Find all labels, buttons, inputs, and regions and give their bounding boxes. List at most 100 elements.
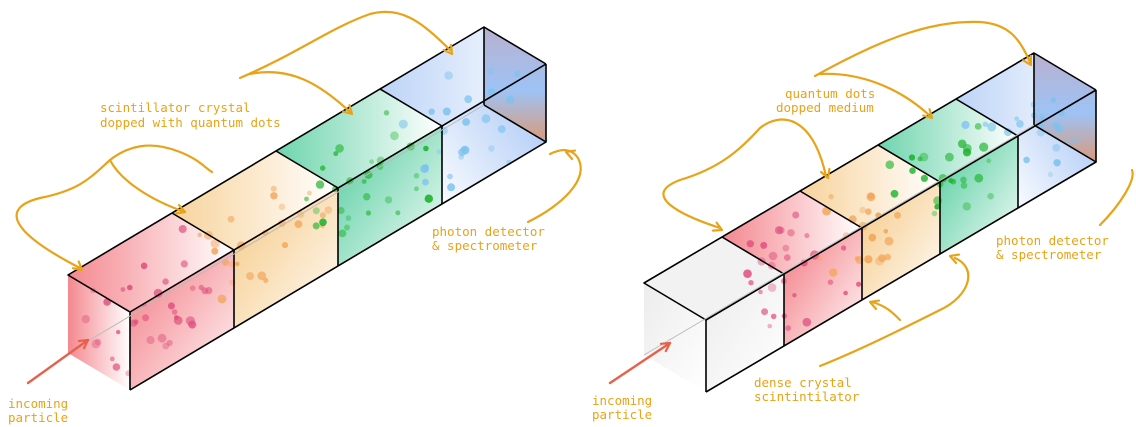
right-column-end-top-edge — [1033, 52, 1097, 91]
quantum-dot — [864, 255, 873, 264]
quantum-dot — [1016, 120, 1024, 128]
quantum-dot — [278, 219, 286, 227]
right-annotation-arrows — [608, 20, 1134, 385]
quantum-dot — [146, 336, 155, 345]
quantum-dot — [974, 173, 984, 183]
quantum-dot — [865, 208, 872, 215]
quantum-dot — [1071, 136, 1080, 145]
quantum-dot — [1039, 113, 1045, 120]
left-detector-annotation-bracket — [526, 148, 582, 224]
quantum-dot — [442, 107, 451, 116]
quantum-dot — [324, 206, 333, 214]
left-column-segment-3-front-face — [338, 126, 442, 266]
quantum-dot — [827, 279, 834, 285]
quantum-dot — [514, 70, 521, 78]
quantum-dot — [197, 232, 202, 238]
quantum-dot — [246, 272, 255, 281]
quantum-dot — [746, 240, 754, 248]
quantum-dot — [278, 203, 286, 211]
quantum-dot — [920, 174, 929, 182]
quantum-dot — [167, 302, 175, 310]
quantum-dot — [162, 278, 169, 285]
left-particle-label-line1: incoming — [8, 396, 68, 411]
quantum-dot — [369, 159, 374, 165]
quantum-dot — [335, 144, 344, 153]
right-incoming-arrow-head — [659, 341, 672, 353]
quantum-dot — [987, 192, 994, 200]
left-top-annotation-head-b — [342, 104, 354, 116]
quantum-dot — [464, 95, 473, 104]
quantum-dot — [414, 186, 419, 192]
quantum-dot — [365, 210, 371, 216]
left-incoming-arrow-head — [77, 338, 90, 350]
quantum-dot — [961, 120, 970, 130]
left-crystal-annotation-bracket — [15, 144, 214, 270]
right-dense-annotation-arrow-b — [870, 300, 902, 322]
quantum-dot — [188, 320, 197, 329]
quantum-dot — [487, 67, 495, 75]
left-incoming-particle-arrow — [26, 338, 90, 385]
quantum-dot — [767, 323, 772, 329]
right-dense-label-line1: dense crystal — [754, 375, 852, 390]
quantum-dot — [319, 212, 326, 219]
quantum-dot — [890, 189, 899, 198]
right-column-segment-4-front-face — [940, 136, 1018, 254]
quantum-dot — [120, 287, 126, 292]
left-detector-diagram: scintillator crystal dopped with quantum… — [8, 10, 582, 425]
quantum-dot — [960, 176, 967, 183]
right-top-annotation-head-b — [922, 108, 934, 120]
quantum-dot — [312, 207, 320, 215]
quantum-dot — [222, 258, 229, 266]
quantum-dot — [81, 314, 91, 324]
quantum-dot — [376, 156, 385, 165]
quantum-dot — [270, 192, 278, 200]
quantum-dot — [390, 131, 399, 141]
quantum-dot — [337, 206, 345, 215]
left-annotation-arrows — [15, 10, 582, 385]
right-particle-label-line2: particle — [592, 407, 652, 422]
quantum-dot — [934, 204, 940, 210]
quantum-dot — [488, 145, 495, 152]
quantum-dot — [109, 356, 115, 362]
quantum-dot — [345, 215, 352, 221]
left-column-end-top-edge — [483, 26, 547, 65]
quantum-dot — [153, 288, 163, 298]
quantum-dot — [986, 158, 992, 164]
quantum-dot — [423, 145, 429, 152]
right-dense-annotation-head-b — [868, 299, 881, 310]
quantum-dot — [1014, 116, 1019, 121]
quantum-dot — [338, 229, 347, 238]
quantum-dot — [211, 247, 219, 255]
quantum-dot — [917, 156, 923, 162]
left-particle-label-line2: particle — [8, 410, 68, 425]
quantum-dot — [760, 241, 768, 249]
quantum-dot — [487, 88, 496, 96]
quantum-dot — [1050, 97, 1057, 103]
quantum-dot — [304, 196, 309, 202]
quantum-dot — [950, 178, 957, 185]
quantum-dot — [257, 271, 267, 281]
quantum-dot — [885, 160, 895, 169]
quantum-dot — [974, 123, 982, 130]
quantum-dot — [171, 309, 178, 315]
right-dense-label-line2: scintintilator — [754, 389, 860, 404]
quantum-dot — [228, 261, 235, 268]
quantum-dot — [142, 314, 150, 322]
quantum-dot — [406, 142, 415, 151]
quantum-dot — [173, 316, 183, 325]
quantum-dot — [802, 317, 812, 327]
quantum-dot — [792, 211, 800, 219]
quantum-dot — [217, 294, 227, 304]
quantum-dot — [982, 121, 989, 127]
right-column-segment-2-front-face — [784, 228, 862, 346]
quantum-dot — [180, 260, 188, 268]
quantum-dot — [320, 165, 326, 171]
right-quantum-label-line1: quantum dots — [785, 86, 875, 101]
left-column-photon-detector-face — [484, 27, 546, 142]
right-detector-label-line2: & spectrometer — [996, 247, 1102, 262]
quantum-dot — [140, 262, 148, 270]
quantum-dot — [859, 206, 866, 214]
quantum-dot — [383, 110, 390, 116]
right-column-segment-3-front-face — [862, 182, 940, 300]
quantum-dot — [112, 363, 121, 371]
